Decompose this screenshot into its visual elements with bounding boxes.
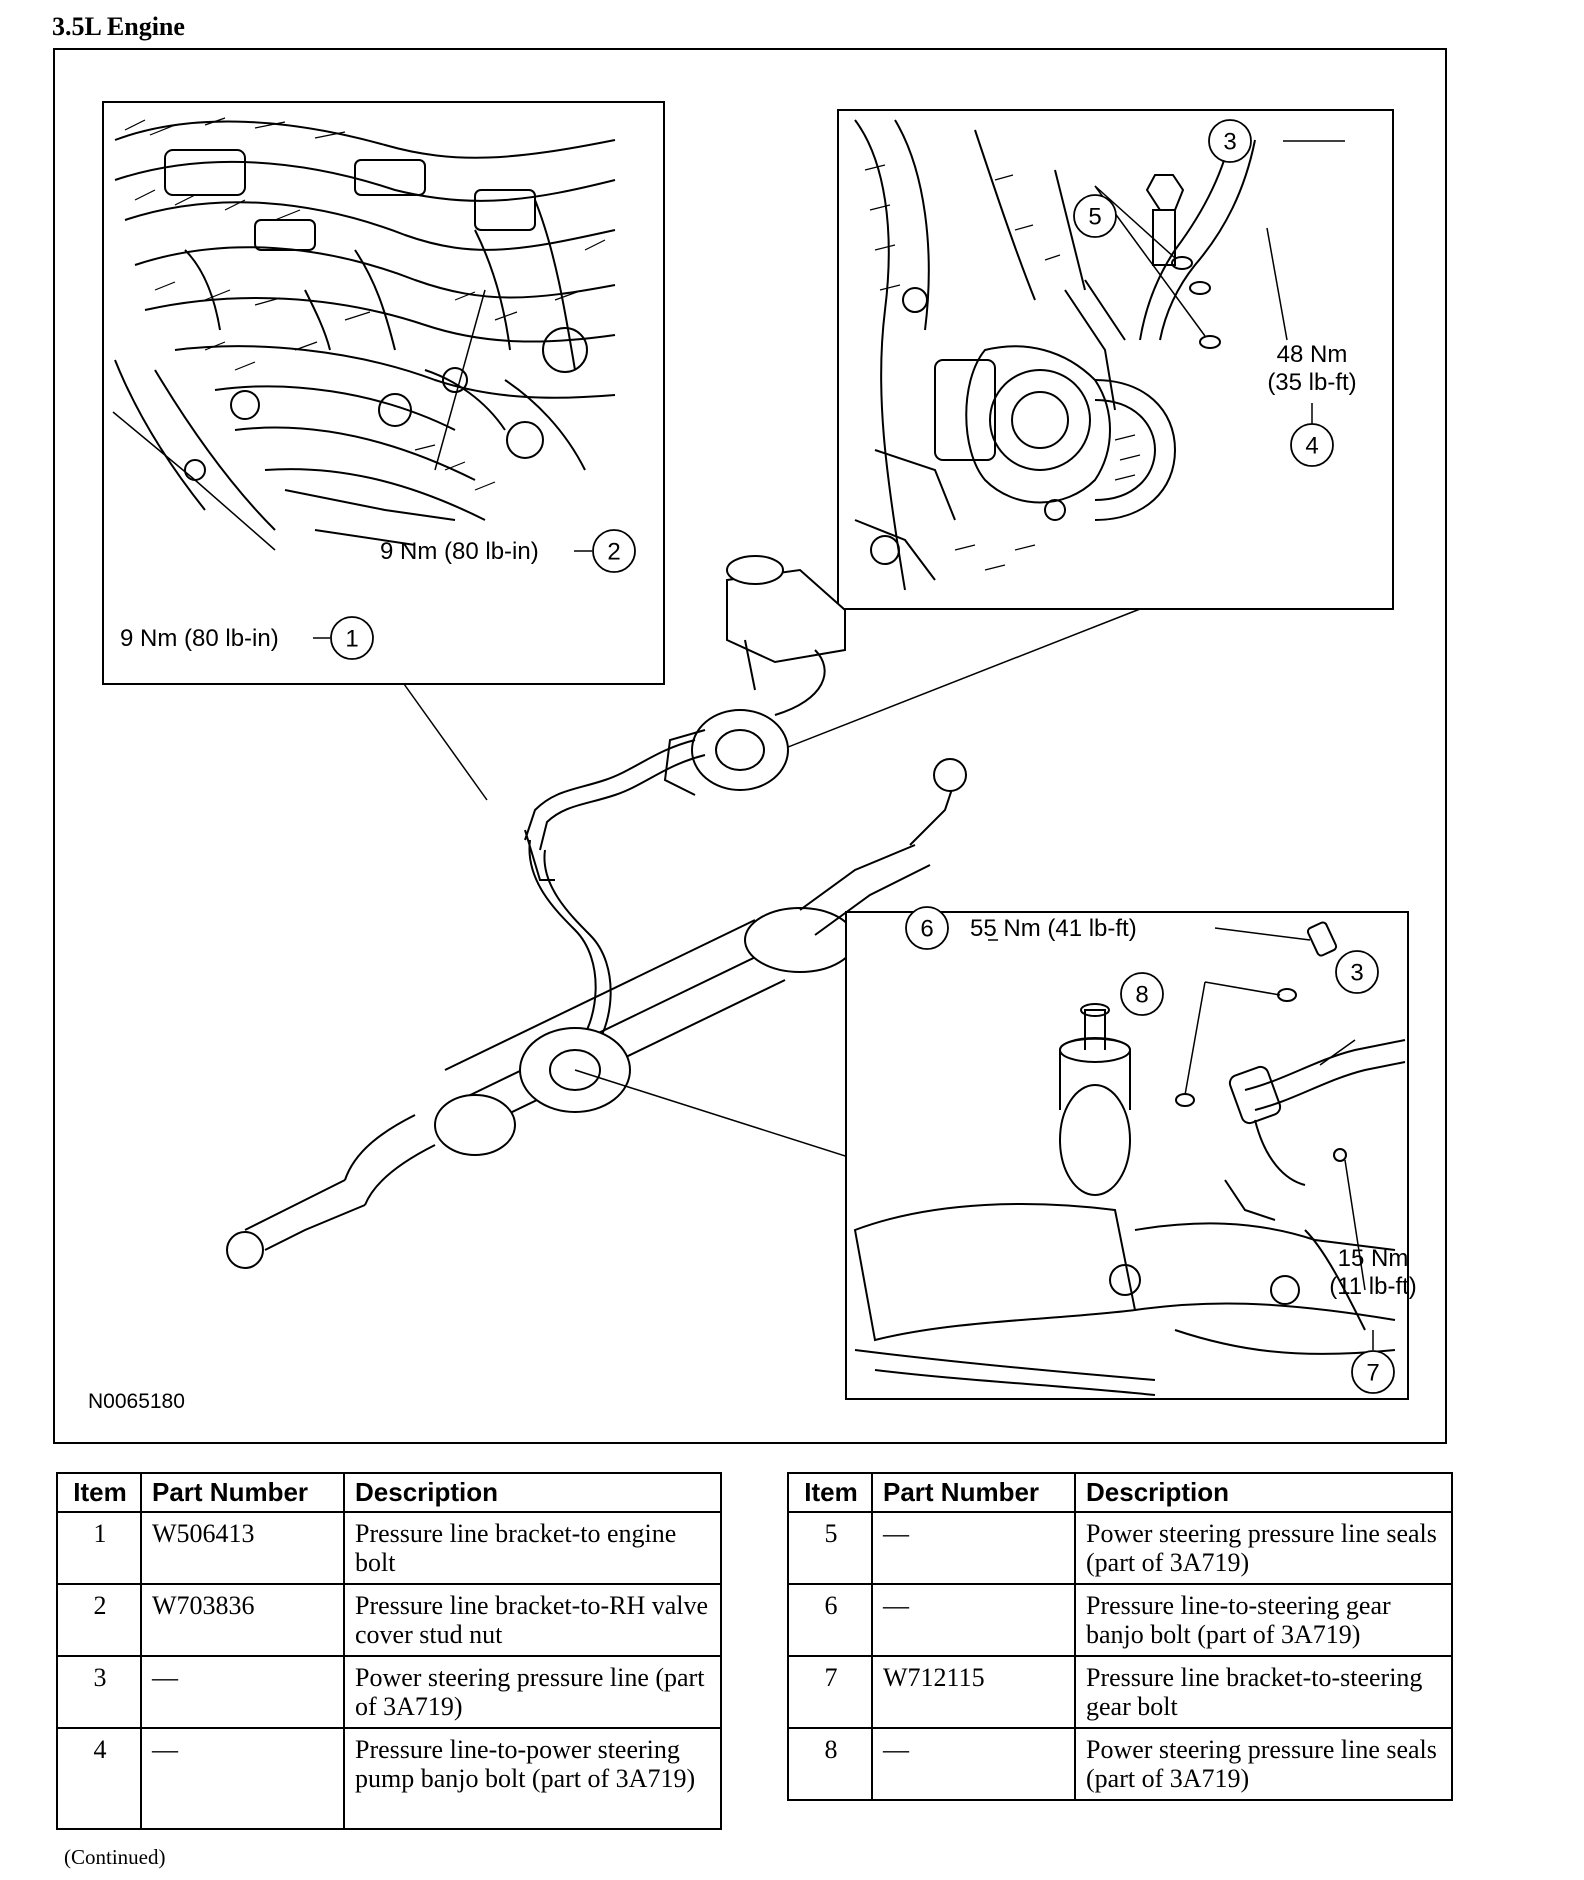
table-row: 5 — Power steering pressure line seals (…: [787, 1511, 1453, 1585]
table-row: 4 — Pressure line-to-power steering pump…: [56, 1727, 722, 1830]
callout-6: 6 55 Nm (41 lb-ft): [905, 906, 1137, 950]
row-description: Pressure line-to-power steering pump ban…: [343, 1727, 722, 1830]
callout-2: 9 Nm (80 lb-in) 2: [380, 529, 636, 573]
row-part-number: W712115: [871, 1655, 1076, 1729]
header-item: Item: [56, 1472, 142, 1513]
header-part-number: Part Number: [871, 1472, 1076, 1513]
callout-7: 15 Nm (11 lb-ft) 7: [1329, 1245, 1417, 1394]
callout-6-number: 6: [920, 916, 933, 943]
row-description: Pressure line bracket-to engine bolt: [343, 1511, 722, 1585]
figure-illustration: 9 Nm (80 lb-in) 1 9 Nm (80 lb-in) 2 3 5 …: [88, 101, 1417, 1413]
callout-1: 9 Nm (80 lb-in) 1: [120, 616, 374, 660]
callout-4: 48 Nm (35 lb-ft) 4: [1267, 341, 1357, 467]
callout-3-lower: 3: [1335, 950, 1379, 994]
callout-7-number: 7: [1366, 1360, 1379, 1387]
table-header-row: Item Part Number Description: [56, 1472, 722, 1513]
header-description: Description: [1074, 1472, 1453, 1513]
callout-7-torque-sub: (11 lb-ft): [1329, 1273, 1417, 1300]
row-description: Pressure line bracket-to-RH valve cover …: [343, 1583, 722, 1657]
row-item: 4: [56, 1727, 142, 1830]
row-item: 3: [56, 1655, 142, 1729]
callout-5: 5: [1073, 194, 1117, 238]
callout-4-number: 4: [1305, 433, 1318, 460]
parts-table-left: Item Part Number Description 1 W506413 P…: [56, 1472, 722, 1830]
table-header-row: Item Part Number Description: [787, 1472, 1453, 1513]
row-description: Power steering pressure line (part of 3A…: [343, 1655, 722, 1729]
row-description: Pressure line bracket-to-steering gear b…: [1074, 1655, 1453, 1729]
exploded-view-figure: 9 Nm (80 lb-in) 1 9 Nm (80 lb-in) 2 3 5 …: [53, 48, 1447, 1444]
table-row: 7 W712115 Pressure line bracket-to-steer…: [787, 1655, 1453, 1729]
row-description: Power steering pressure line seals (part…: [1074, 1511, 1453, 1585]
callout-3-upper: 3: [1208, 119, 1252, 163]
row-item: 6: [787, 1583, 873, 1657]
row-item: 5: [787, 1511, 873, 1585]
row-part-number: —: [871, 1583, 1076, 1657]
row-description: Pressure line-to-steering gear banjo bol…: [1074, 1583, 1453, 1657]
row-part-number: W703836: [140, 1583, 345, 1657]
callout-8-number: 8: [1135, 982, 1148, 1009]
callout-6-torque: 55 Nm (41 lb-ft): [970, 915, 1137, 942]
table-row: 2 W703836 Pressure line bracket-to-RH va…: [56, 1583, 722, 1657]
callout-3b-number: 3: [1350, 960, 1363, 987]
page-heading: 3.5L Engine: [52, 12, 185, 41]
row-part-number: —: [140, 1655, 345, 1729]
callout-4-torque: 48 Nm: [1277, 341, 1348, 368]
header-description: Description: [343, 1472, 722, 1513]
parts-table-right: Item Part Number Description 5 — Power s…: [787, 1472, 1453, 1801]
callout-1-torque: 9 Nm (80 lb-in): [120, 625, 279, 652]
row-description: Power steering pressure line seals (part…: [1074, 1727, 1453, 1801]
row-item: 1: [56, 1511, 142, 1585]
steering-assembly: [226, 555, 967, 1269]
header-item: Item: [787, 1472, 873, 1513]
callout-1-number: 1: [345, 626, 358, 653]
callout-7-torque: 15 Nm: [1338, 1245, 1409, 1272]
row-item: 8: [787, 1727, 873, 1801]
table-row: 6 — Pressure line-to-steering gear banjo…: [787, 1583, 1453, 1657]
callout-4-torque-sub: (35 lb-ft): [1267, 369, 1356, 396]
callout-2-number: 2: [607, 539, 620, 566]
header-part-number: Part Number: [140, 1472, 345, 1513]
row-part-number: W506413: [140, 1511, 345, 1585]
table-row: 1 W506413 Pressure line bracket-to engin…: [56, 1511, 722, 1585]
pump-inset-right: [754, 109, 1394, 761]
row-part-number: —: [140, 1727, 345, 1830]
callout-3-number: 3: [1223, 129, 1236, 156]
callout-8: 8: [1120, 972, 1164, 1016]
engine-inset-left: [102, 101, 665, 801]
row-item: 7: [787, 1655, 873, 1729]
row-item: 2: [56, 1583, 142, 1657]
row-part-number: —: [871, 1727, 1076, 1801]
continued-note: (Continued): [64, 1845, 166, 1869]
row-part-number: —: [871, 1511, 1076, 1585]
figure-id: N0065180: [88, 1390, 185, 1413]
table-row: 8 — Power steering pressure line seals (…: [787, 1727, 1453, 1801]
callout-2-torque: 9 Nm (80 lb-in): [380, 538, 539, 565]
callout-5-number: 5: [1088, 204, 1101, 231]
table-row: 3 — Power steering pressure line (part o…: [56, 1655, 722, 1729]
